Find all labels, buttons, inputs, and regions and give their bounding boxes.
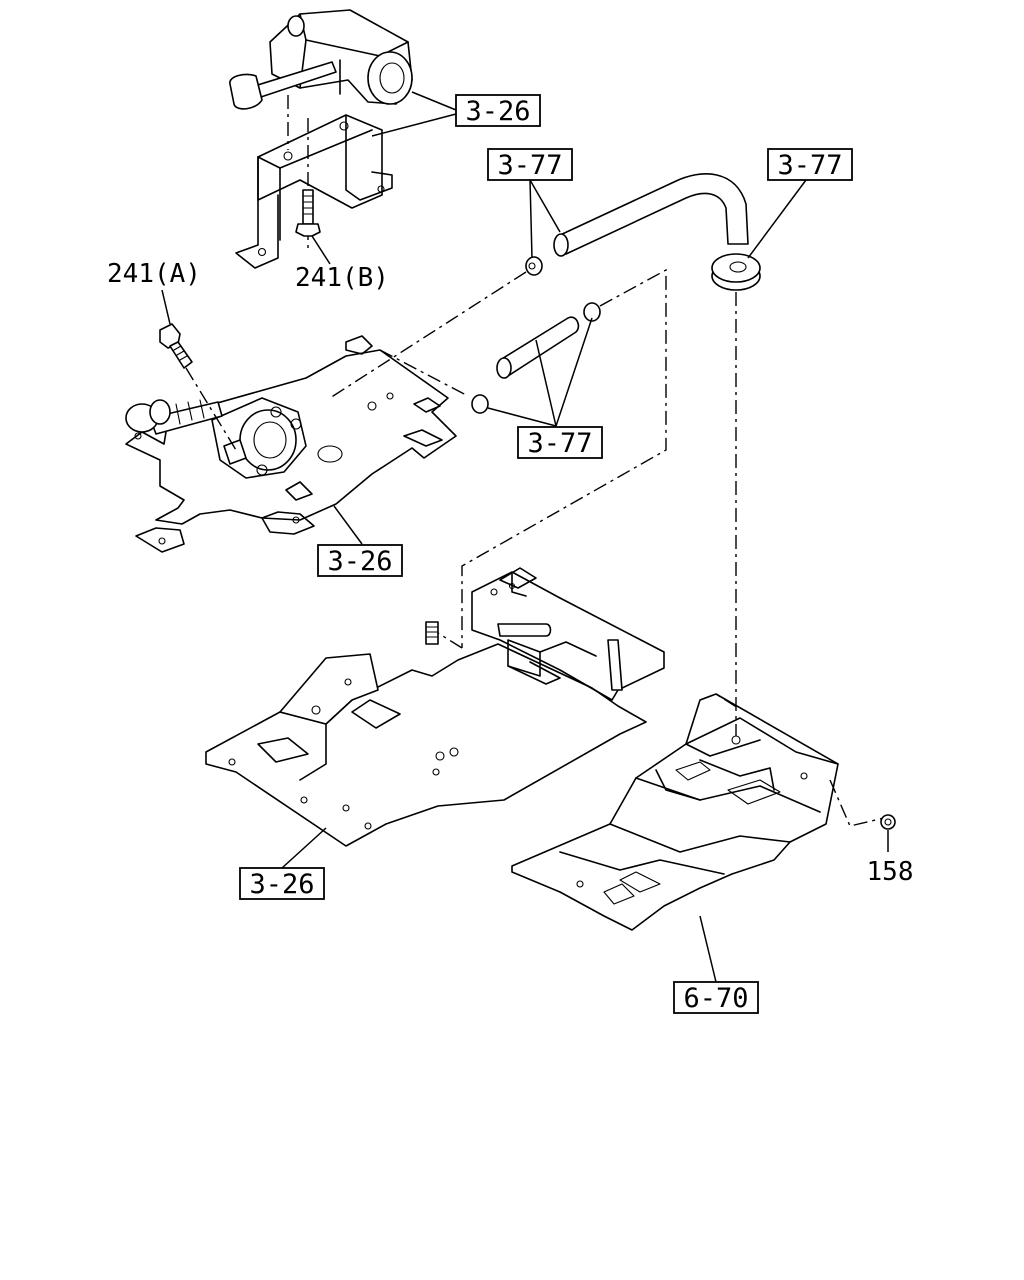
svg-text:3-26: 3-26 xyxy=(327,546,392,577)
svg-text:6-70: 6-70 xyxy=(683,983,748,1014)
part-label-241a[interactable]: 241(A) xyxy=(107,259,201,289)
callout-3-77-right[interactable]: 3-77 xyxy=(767,148,853,181)
part-label-158[interactable]: 158 xyxy=(867,857,914,887)
callout-3-77-mid[interactable]: 3-77 xyxy=(517,426,603,459)
floor-plate[interactable] xyxy=(205,643,647,847)
svg-text:3-77: 3-77 xyxy=(527,428,592,459)
bolt-241a[interactable] xyxy=(159,323,193,369)
grommet[interactable] xyxy=(711,253,761,291)
clamp-upper[interactable] xyxy=(525,256,543,276)
floor-cover[interactable] xyxy=(511,693,885,931)
part-label-241b[interactable]: 241(B) xyxy=(295,263,389,293)
transfer-bracket-plate[interactable] xyxy=(125,335,457,553)
hose-3-77-upper[interactable] xyxy=(553,173,749,257)
upper-frame-bracket[interactable] xyxy=(471,567,665,701)
bolt-241b[interactable] xyxy=(295,189,321,237)
hose-3-77-middle[interactable] xyxy=(471,302,601,414)
svg-text:3-26: 3-26 xyxy=(465,96,530,127)
callout-3-26-top[interactable]: 3-26 xyxy=(455,94,541,127)
callout-3-26-bottom[interactable]: 3-26 xyxy=(239,867,325,900)
svg-text:3-77: 3-77 xyxy=(497,150,562,181)
callout-3-77-pipe[interactable]: 3-77 xyxy=(487,148,573,181)
callout-3-26-mid[interactable]: 3-26 xyxy=(317,544,403,577)
shift-lever-assembly[interactable] xyxy=(229,9,413,269)
transfer-lever-assembly[interactable] xyxy=(125,397,307,479)
svg-text:3-77: 3-77 xyxy=(777,150,842,181)
nut-158[interactable] xyxy=(880,814,896,830)
callout-6-70[interactable]: 6-70 xyxy=(673,981,759,1014)
spring-pin[interactable] xyxy=(425,621,439,645)
svg-text:3-26: 3-26 xyxy=(249,869,314,900)
